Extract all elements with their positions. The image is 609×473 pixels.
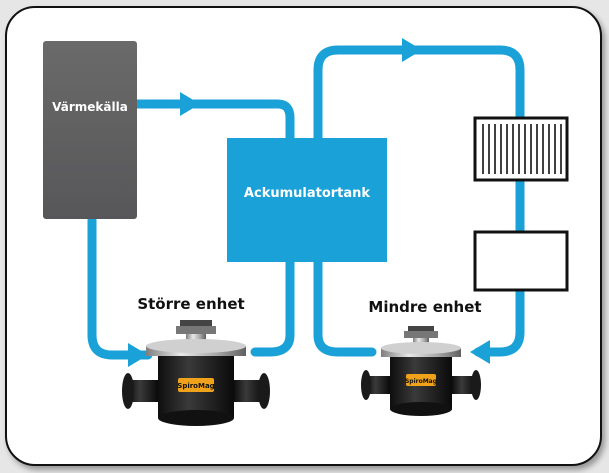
pipe-network — [87, 45, 525, 360]
tank-box — [227, 138, 387, 262]
pipe-source-to-larger-unit — [87, 213, 153, 360]
radiator-box — [473, 116, 569, 182]
smaller-unit-label: Mindre enhet — [368, 298, 481, 316]
pipe-tank-to-smaller-unit — [313, 257, 377, 357]
arrow-right-icon — [180, 92, 200, 116]
heat-source-box — [43, 41, 137, 219]
smaller-device-brand: SpiroMag — [405, 378, 437, 385]
larger-unit-label: Större enhet — [137, 295, 244, 313]
heat-source: Värmekälla — [43, 41, 137, 219]
heat-source-label: Värmekälla — [52, 100, 128, 114]
pipe-box-to-smaller-unit — [473, 285, 525, 357]
accumulator-tank: Ackumulatortank — [227, 138, 387, 262]
pipe-tank-to-larger-unit — [250, 257, 295, 357]
arrow-left-icon — [470, 340, 490, 364]
arrow-right-icon — [128, 343, 148, 367]
consumer-box — [473, 230, 569, 292]
radiator — [473, 116, 569, 182]
pipe-source-to-tank — [132, 99, 295, 143]
flow-arrows — [128, 38, 490, 367]
arrow-right-icon — [402, 38, 422, 62]
larger-separator-device: SpiroMag — [122, 320, 270, 426]
smaller-separator-device: SpiroMag — [361, 326, 481, 416]
tank-label: Ackumulatortank — [244, 186, 370, 201]
larger-device-brand: SpiroMag — [177, 382, 214, 390]
